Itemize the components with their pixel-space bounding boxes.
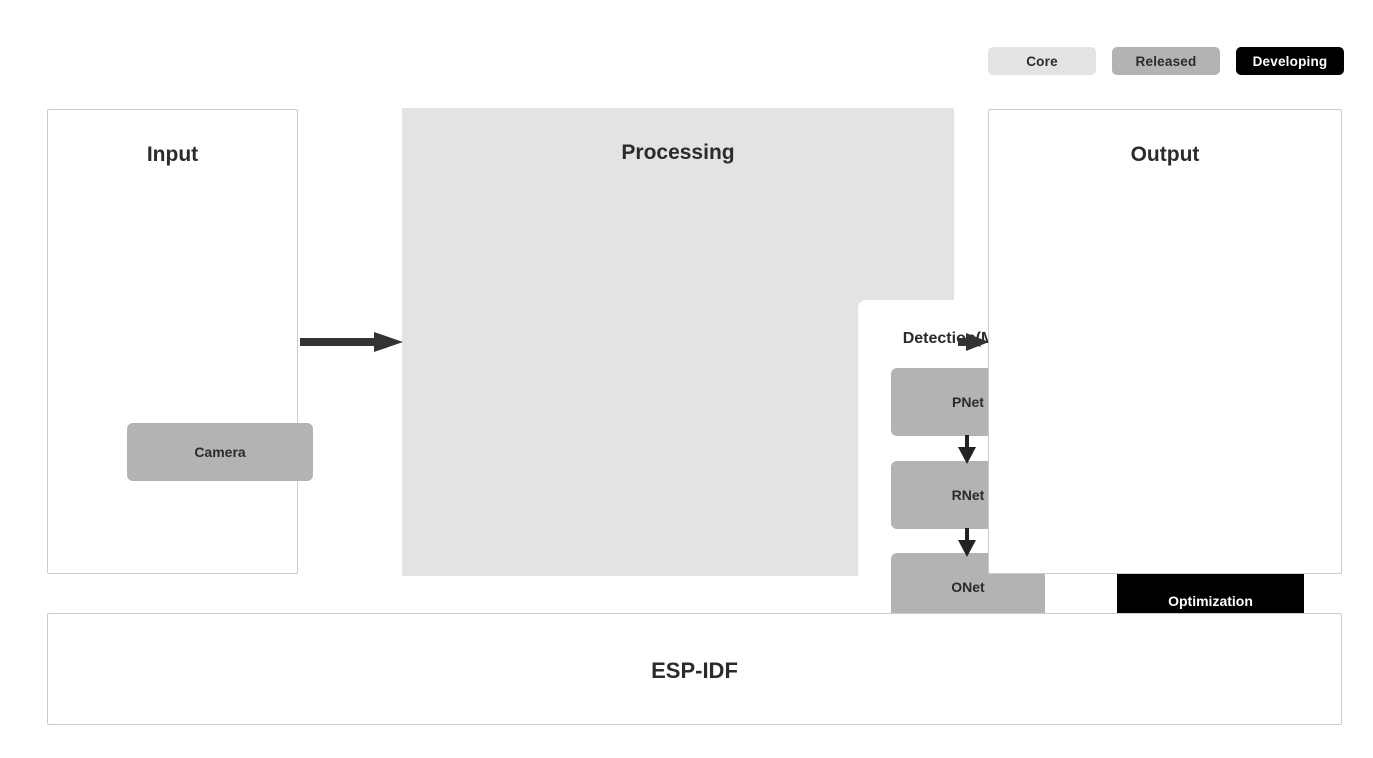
legend-chip-developing-label: Developing xyxy=(1252,53,1328,69)
arrow-pnet-to-rnet-icon xyxy=(954,435,980,465)
panel-input-title: Input xyxy=(146,143,199,166)
node-camera: Camera xyxy=(127,423,313,481)
legend-chip-released-label: Released xyxy=(1135,53,1197,69)
panel-output-title: Output xyxy=(1130,143,1200,166)
arrow-input-to-processing-icon xyxy=(300,329,404,355)
legend-chip-core-label: Core xyxy=(1026,53,1058,69)
panel-processing-title: Processing xyxy=(621,141,735,164)
panel-processing: Processing Detection(MTMN) Recognition P… xyxy=(402,108,1304,653)
panel-input: Input Camera xyxy=(47,109,313,574)
panel-esp-idf-title: ESP-IDF xyxy=(651,658,738,683)
panel-output: Output Command Line WiFi Http_server xyxy=(988,109,1342,574)
legend: Core Released Developing xyxy=(988,47,1344,75)
legend-chip-developing: Developing xyxy=(1236,47,1344,75)
legend-chip-released: Released xyxy=(1112,47,1220,75)
arrow-rnet-to-onet-icon xyxy=(954,528,980,558)
legend-chip-core: Core xyxy=(988,47,1096,75)
arrow-processing-to-output-icon xyxy=(958,330,990,354)
panel-esp-idf: ESP-IDF xyxy=(47,613,1342,725)
